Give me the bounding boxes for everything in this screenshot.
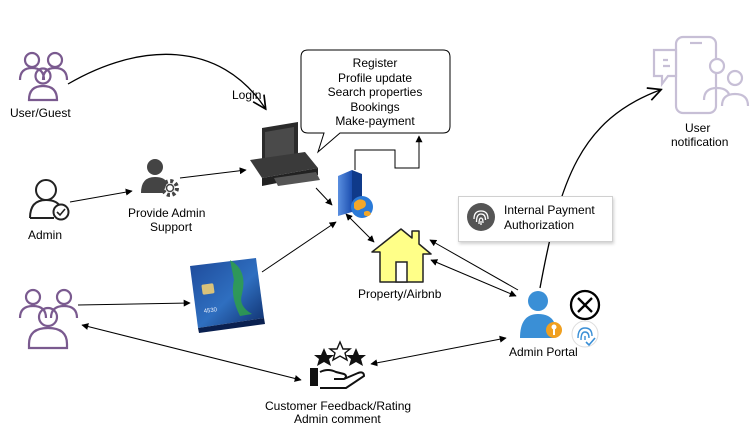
admin-to-support-arrow (69, 188, 133, 203)
payment-label-line-2: Authorization (504, 218, 575, 232)
callout-item-search-properties: Search properties (327, 85, 423, 99)
fingerprint-check-icon (571, 320, 599, 348)
user-key-icon (520, 291, 562, 338)
fingerprint-icon (467, 203, 495, 231)
login-big-arrow (67, 53, 265, 108)
feedback-admin-arrow (370, 335, 507, 367)
computer-to-server-arrow (315, 187, 333, 206)
house-admin-arrow (430, 259, 517, 297)
user-gear-icon (141, 159, 179, 197)
credit-card-icon: 4530 (190, 258, 265, 333)
provide-admin-support-label-2: Support (150, 220, 193, 234)
users-group-icon (18, 51, 69, 102)
notification-big-arrow (539, 90, 660, 289)
admin-portal-label: Admin Portal (509, 345, 578, 359)
property-label: Property/Airbnb (358, 287, 442, 301)
callout-item-bookings: Bookings (350, 99, 400, 114)
callout-item-register: Register (352, 56, 398, 70)
payment-label-line-1: Internal Payment (504, 203, 595, 217)
callout-item-make-payment: Make-payment (335, 114, 415, 128)
card-number: 4530 (203, 307, 218, 315)
server-to-callout-arrow (354, 135, 423, 170)
phone-chat-user-icon (652, 35, 750, 115)
card-to-server-arrow (261, 221, 337, 273)
server-house-arrow (345, 213, 375, 243)
user-notification-label-1: User (685, 121, 711, 135)
login-label: Login (232, 88, 262, 102)
callout-bubble (300, 49, 451, 154)
feedback-label-2: Admin comment (294, 412, 381, 426)
close-circle-icon (569, 289, 601, 321)
user-notification-label-2: notification (671, 135, 729, 149)
feedback-label-1: Customer Feedback/Rating (265, 399, 412, 413)
admin-label: Admin (28, 228, 63, 242)
server-globe-icon (338, 170, 373, 218)
hand-stars-icon (310, 340, 366, 389)
provide-admin-support-label-1: Provide Admin (128, 206, 206, 220)
users-feedback-arrow (81, 323, 302, 382)
computer-icon (250, 122, 320, 186)
users-to-card-arrow (77, 299, 191, 307)
users-group-bottom-icon (18, 288, 79, 350)
user-guest-label: User/Guest (10, 106, 71, 120)
support-to-computer-arrow (179, 167, 247, 179)
callout-feature-list: Register Profile update Search propertie… (300, 56, 450, 129)
payment-authorization-label: Internal Payment Authorization (504, 203, 595, 233)
callout-item-profile-update: Profile update (337, 70, 413, 85)
admin-user-check-icon (29, 179, 70, 221)
connectors (67, 53, 660, 382)
house-icon (371, 228, 432, 283)
